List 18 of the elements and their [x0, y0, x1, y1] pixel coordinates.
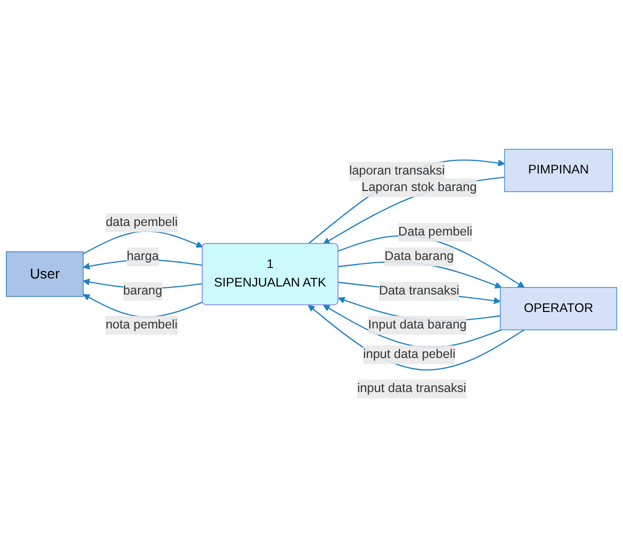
edge-label: nota pembeli	[106, 318, 178, 332]
edge-label: laporan transaksi	[349, 164, 445, 178]
edge-label: harga	[126, 250, 159, 264]
node-box: OPERATOR	[500, 287, 618, 330]
node-box: PIMPINAN	[504, 149, 613, 192]
node-box: User	[6, 251, 84, 297]
arrow	[323, 304, 502, 348]
edge-label: barang	[123, 284, 162, 298]
edge-label: Laporan stok barang	[362, 180, 477, 194]
edge-label: Data transaksi	[378, 284, 460, 298]
arrow	[338, 282, 501, 304]
edge-label: Input data barang	[368, 318, 467, 332]
arrow	[323, 176, 505, 244]
edge-label: input data pebeli	[363, 348, 456, 362]
edge-label: data pembeli	[106, 216, 178, 230]
edge-label: Data pembeli	[398, 225, 472, 239]
edge-label: Data barang	[384, 250, 454, 264]
edge-label: input data transaksi	[357, 382, 466, 396]
